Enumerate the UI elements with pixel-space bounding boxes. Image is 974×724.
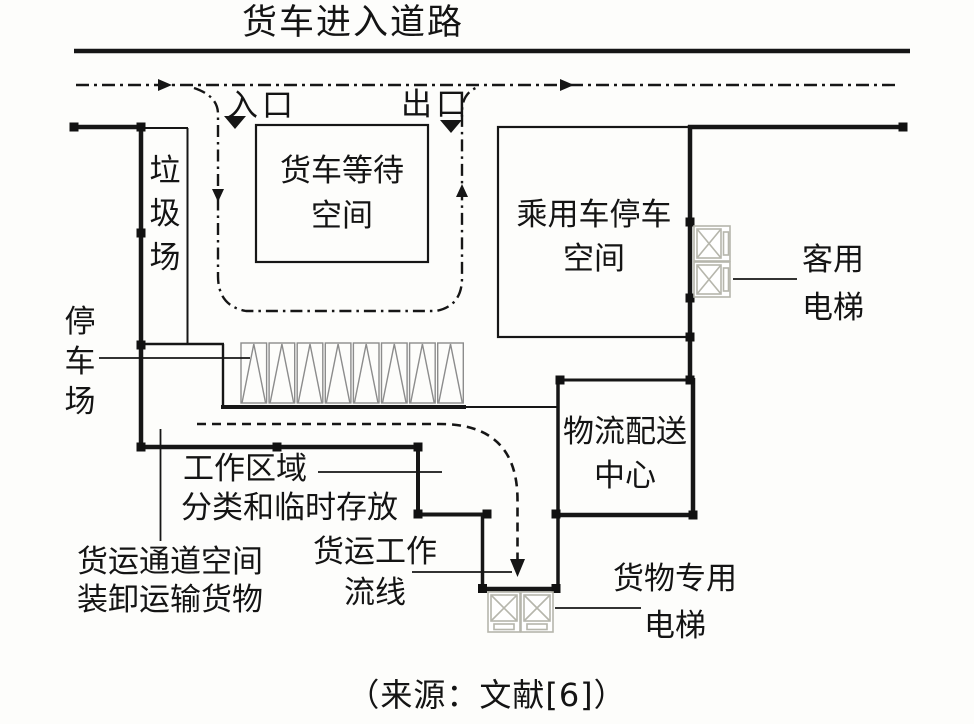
freight-corridor-line2: 装卸运输货物 — [77, 582, 263, 619]
parking-lot-label: 停车场 — [64, 304, 96, 420]
cargo-elevator-line1: 货物专用 — [613, 561, 737, 597]
truck-loop-dashdot — [193, 85, 479, 313]
freight-corridor-label: 货运通道空间 装卸运输货物 — [77, 543, 263, 620]
truck-waiting-room-box — [254, 123, 430, 264]
freight-flow-label: 货运工作 流线 — [310, 532, 440, 614]
freight-flow-line1: 货运工作 — [313, 534, 437, 570]
passenger-elevator-icon — [693, 225, 731, 298]
passenger-parking-line2: 空间 — [563, 241, 625, 278]
work-area-desc-label: 分类和临时存放 — [181, 490, 398, 526]
truck-waiting-room-label: 货车等待 空间 — [256, 149, 428, 239]
loading-dock-hatch — [240, 342, 465, 404]
logistics-center-line1: 物流配送 — [563, 414, 687, 450]
road-flow-arrow-left — [158, 79, 172, 91]
work-area-label: 工作区域 — [183, 451, 307, 487]
leader-lines — [99, 278, 797, 609]
passenger-elevator-label: 客用 电梯 — [797, 236, 869, 332]
cargo-elevator-line2: 电梯 — [644, 608, 706, 645]
passenger-elevator-line2: 电梯 — [802, 290, 864, 327]
freight-corridor-line1: 货运通道空间 — [77, 544, 263, 580]
road-flow-arrow-right — [560, 79, 574, 91]
wall-junction-nodes — [69, 122, 908, 593]
freight-flow-line2: 流线 — [344, 574, 406, 611]
freight-flow-arrow — [510, 559, 525, 577]
passenger-parking-line1: 乘用车停车 — [516, 197, 672, 233]
loop-arrow-down — [212, 189, 224, 202]
passenger-parking-room-label: 乘用车停车 空间 — [498, 193, 690, 281]
entrance-label: 入口 — [227, 88, 297, 124]
exit-label: 出口 — [401, 87, 471, 123]
exit-arrow-icon — [440, 120, 462, 133]
truck-waiting-line2: 空间 — [311, 197, 373, 234]
diagram-title: 货车进入道路 — [241, 3, 464, 43]
logistics-center-label: 物流配送 中心 — [558, 410, 692, 498]
loop-arrow-up — [456, 184, 468, 197]
entrance-arrow-icon — [224, 116, 246, 129]
freight-flow-dashed-line — [197, 422, 519, 560]
garbage-yard-label: 垃圾场 — [149, 153, 181, 276]
passenger-parking-room-box — [496, 125, 692, 339]
truck-waiting-line1: 货车等待 — [280, 153, 404, 189]
logistics-center-line2: 中心 — [594, 458, 656, 495]
cargo-elevator-label: 货物专用 电梯 — [605, 556, 745, 650]
source-caption: （来源：文献[6]） — [347, 676, 627, 714]
passenger-elevator-line1: 客用 — [802, 242, 864, 278]
cargo-elevator-icon — [487, 591, 554, 633]
